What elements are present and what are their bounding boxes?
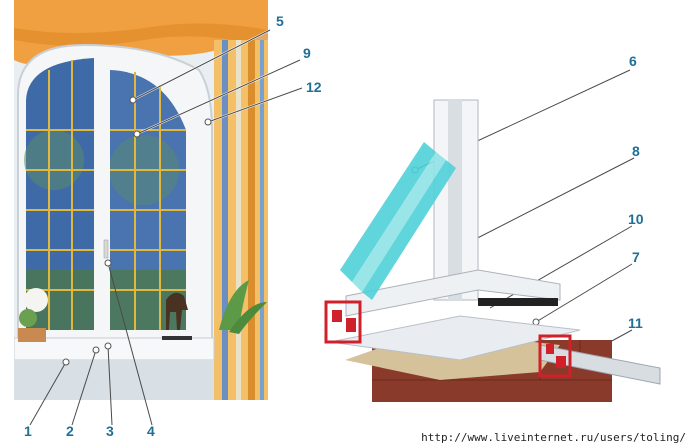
callout-9: 9 [303,45,311,61]
window-illustration [14,0,268,400]
frame-bottom [345,269,561,317]
seal-profile-right [538,334,572,378]
callout-5: 5 [276,13,284,29]
callout-4: 4 [147,423,155,439]
window-sill-board [329,315,581,361]
callout-2: 2 [66,423,74,439]
seal-profile-left [324,300,362,344]
callout-1: 1 [24,423,32,439]
source-url: http://www.liveinternet.ru/users/toling/ [421,431,686,444]
callout-6: 6 [629,53,637,69]
callout-11: 11 [628,315,643,331]
glass-pane [340,142,436,282]
callout-12: 12 [306,79,322,95]
callout-8: 8 [632,143,640,159]
callout-7: 7 [632,249,640,265]
callout-3: 3 [106,423,114,439]
window-photo [14,0,268,400]
callout-10: 10 [628,211,644,227]
